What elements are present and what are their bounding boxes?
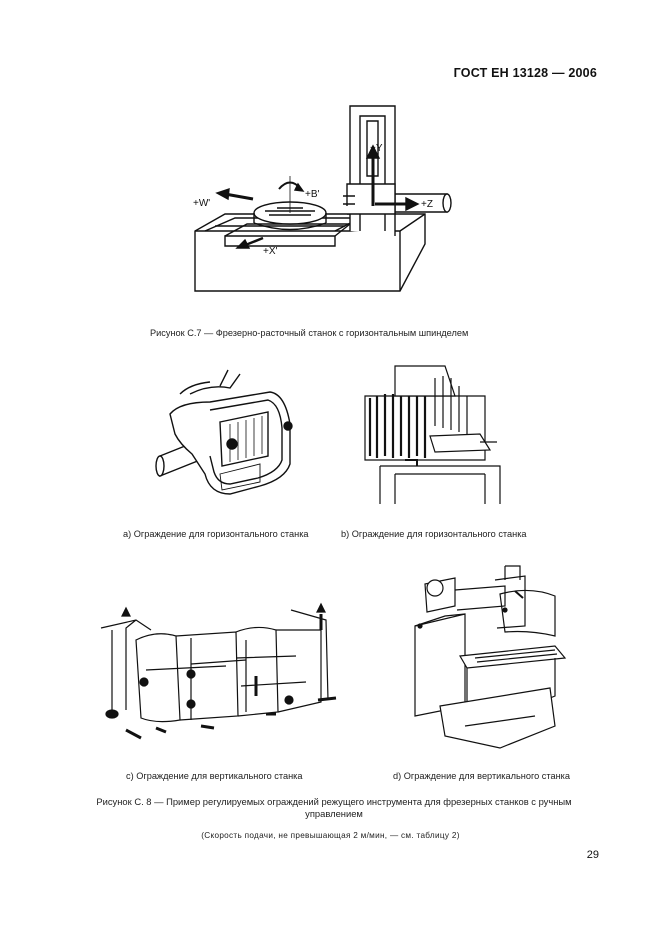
page-number: 29 (586, 849, 599, 861)
document-header: ГОСТ ЕН 13128 — 2006 (453, 66, 597, 80)
figure-c8a-caption: а) Ограждение для горизонтального станка (123, 529, 309, 539)
figure-c8c-caption: с) Ограждение для вертикального станка (126, 771, 303, 781)
axis-label-y: +Y (370, 143, 383, 154)
figure-c8b-illustration (364, 365, 501, 504)
axis-label-b: +B' (305, 189, 320, 200)
figure-c8b-caption: b) Ограждение для горизонтального станка (341, 529, 527, 539)
axis-label-w: +W' (193, 198, 210, 209)
figure-c7-illustration: +Y +B' +W' +Z +X' (193, 105, 452, 292)
figure-c8a-illustration (155, 369, 293, 495)
axis-label-z: +Z (421, 199, 433, 210)
figure-c8-note: (Скорость подачи, не превышающая 2 м/мин… (201, 831, 460, 840)
figure-c7-caption: Рисунок С.7 — Фрезерно-расточный станок … (150, 328, 469, 338)
axis-label-x: +X' (263, 246, 278, 257)
figure-c8d-illustration (414, 565, 567, 749)
figure-c8-caption: Рисунок С. 8 — Пример регулируемых ограж… (96, 796, 572, 819)
figure-c8c-illustration (100, 602, 337, 740)
figure-c8d-caption: d) Ограждение для вертикального станка (393, 771, 570, 781)
